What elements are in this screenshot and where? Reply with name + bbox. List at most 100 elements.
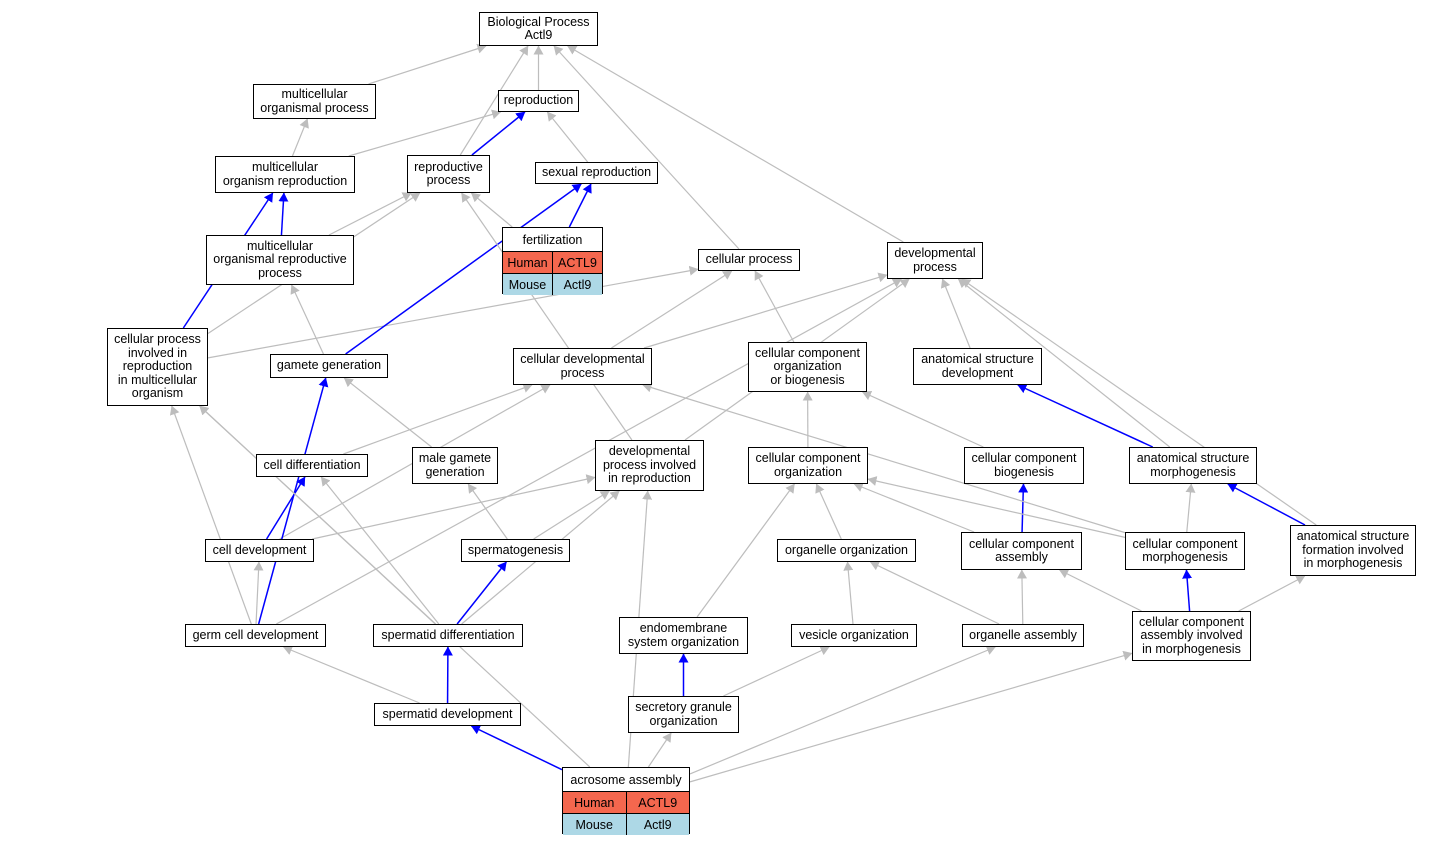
species-cell-mouse: Mouse: [563, 814, 626, 835]
edge-ccm-to-cdp: [642, 382, 1126, 534]
go-term-germ-cell-development[interactable]: germ cell development: [185, 624, 326, 647]
edge-dpir-to-rp: [461, 192, 633, 441]
go-term-organelle-organization[interactable]: organelle organization: [777, 539, 916, 562]
edge-eso-to-cco: [696, 483, 795, 618]
edge-morp-to-rp: [328, 192, 412, 236]
go-term-cellular-process-involved-in-reproduction[interactable]: cellular process involved in reproductio…: [107, 328, 208, 406]
edge-rp-to-repro: [471, 111, 526, 156]
go-term-multicellular-organismal-reproductive-process[interactable]: multicellular organismal reproductive pr…: [206, 235, 354, 285]
edge-dp-to-bp: [567, 45, 904, 243]
go-term-spermatogenesis[interactable]: spermatogenesis: [461, 539, 570, 562]
edge-mor-to-mop: [291, 118, 309, 157]
go-term-cellular-component-biogenesis[interactable]: cellular component biogenesis: [964, 447, 1084, 484]
edge-ccaim-to-ccm: [1182, 569, 1193, 612]
go-term-multicellular-organismal-process[interactable]: multicellular organismal process: [253, 84, 376, 119]
go-term-secretory-granule-organization[interactable]: secretory granule organization: [628, 696, 739, 733]
edge-ccb-to-ccob: [861, 390, 984, 448]
edge-asf-to-dp: [961, 278, 1317, 526]
go-term-anatomical-structure-morphogenesis[interactable]: anatomical structure morphogenesis: [1129, 447, 1257, 484]
go-term-sexual-reproduction[interactable]: sexual reproduction: [535, 162, 658, 184]
go-term-male-gamete-generation[interactable]: male gamete generation: [412, 447, 498, 484]
go-term-cell-development[interactable]: cell development: [205, 539, 314, 562]
edge-asd-to-dp: [940, 278, 971, 349]
gene-row-human: Human ACTL9: [563, 792, 689, 814]
go-term-multicellular-organism-reproduction[interactable]: multicellular organism reproduction: [215, 156, 355, 193]
edge-mop-to-bp: [368, 43, 487, 85]
go-term-gamete-generation[interactable]: gamete generation: [270, 354, 388, 378]
go-term-spermatid-differentiation[interactable]: spermatid differentiation: [373, 624, 523, 647]
edge-cca-to-cco: [853, 482, 975, 533]
gene-row-human: Human ACTL9: [503, 252, 602, 274]
gene-link-mouse[interactable]: Actl9: [552, 274, 602, 295]
go-term-acrosome-assembly-gene-table: acrosome assembly Human ACTL9 Mouse Actl…: [562, 767, 690, 835]
go-term-cellular-component-assembly-involved-in-morphogenesis[interactable]: cellular component assembly involved in …: [1132, 611, 1251, 661]
edge-acro-to-sdev: [470, 725, 563, 771]
edge-ccob-to-cp: [754, 270, 795, 343]
edge-acro-to-sgo: [647, 732, 672, 768]
edge-sperm-to-dpir: [533, 490, 610, 540]
go-term-reproductive-process[interactable]: reproductive process: [407, 155, 490, 193]
go-term-cellular-component-organization[interactable]: cellular component organization: [748, 447, 868, 484]
edge-sdev-to-gcd: [282, 645, 420, 704]
edge-cdev-to-dpir: [312, 474, 596, 540]
edge-ccm-to-cco: [867, 476, 1126, 538]
gene-link-mouse[interactable]: Actl9: [625, 814, 689, 835]
edge-ccaim-to-cca: [1059, 569, 1142, 612]
go-term-cellular-process[interactable]: cellular process: [698, 249, 800, 271]
edge-mgg-to-gg: [343, 377, 432, 448]
edge-gg-to-sr: [345, 183, 582, 355]
go-term-biological-process[interactable]: Biological Process Actl9: [479, 12, 598, 46]
edge-sdiff-to-sperm: [456, 561, 507, 625]
edge-cp-to-bp: [553, 45, 740, 250]
go-term-cellular-component-assembly[interactable]: cellular component assembly: [961, 532, 1082, 570]
go-term-organelle-assembly[interactable]: organelle assembly: [962, 624, 1084, 647]
edge-oo-to-cco: [815, 483, 842, 540]
edge-cdev-to-cdiff: [265, 476, 306, 540]
gene-row-mouse: Mouse Actl9: [563, 814, 689, 835]
go-term-anatomical-structure-formation-involved-in-morphogenesis[interactable]: anatomical structure formation involved …: [1290, 525, 1416, 576]
edge-sdiff-to-cdiff: [320, 476, 440, 625]
go-term-fertilization-gene-table: fertilization Human ACTL9 Mouse Actl9: [502, 227, 603, 295]
go-term-cellular-component-organization-or-biogenesis[interactable]: cellular component organization or bioge…: [748, 342, 867, 392]
edge-gcd-to-cdev: [253, 561, 264, 625]
species-cell-mouse: Mouse: [503, 274, 552, 295]
edge-asm-to-asd: [1017, 384, 1154, 448]
species-cell-human: Human: [503, 252, 552, 273]
go-term-acrosome-assembly[interactable]: acrosome assembly: [563, 768, 689, 792]
go-term-developmental-process[interactable]: developmental process: [887, 242, 983, 279]
edge-gg-to-morp: [290, 284, 324, 355]
edge-fert-to-sr: [568, 183, 592, 228]
go-term-cellular-developmental-process[interactable]: cellular developmental process: [513, 348, 652, 385]
edge-asf-to-asm: [1227, 483, 1306, 526]
edge-gcd-to-cpir: [169, 405, 252, 625]
edge-asm-to-dp: [957, 278, 1171, 448]
edge-ccaim-to-asf: [1238, 575, 1306, 612]
species-cell-human: Human: [563, 792, 626, 813]
edge-cdp-to-cp: [611, 270, 733, 349]
gene-link-human[interactable]: ACTL9: [625, 792, 689, 813]
go-term-vesicle-organization[interactable]: vesicle organization: [791, 624, 917, 647]
go-term-anatomical-structure-development[interactable]: anatomical structure development: [913, 348, 1042, 385]
go-term-cell-differentiation[interactable]: cell differentiation: [256, 454, 368, 477]
edge-oa-to-oo: [869, 561, 1000, 625]
go-term-cellular-component-morphogenesis[interactable]: cellular component morphogenesis: [1125, 532, 1245, 570]
go-term-reproduction[interactable]: reproduction: [498, 90, 579, 112]
go-term-developmental-process-involved-in-reproduction[interactable]: developmental process involved in reprod…: [595, 440, 704, 491]
edge-cpir-to-cp: [207, 265, 699, 359]
edge-cca-to-ccb: [1018, 483, 1029, 533]
edge-vo-to-oo: [843, 561, 854, 625]
edge-gcd-to-gg: [257, 377, 329, 625]
edge-cdiff-to-cdp: [343, 383, 533, 455]
edge-gcd-to-dp: [276, 278, 902, 625]
edge-acro-to-ccaim: [689, 650, 1133, 783]
edge-mor-to-repro: [348, 109, 502, 157]
gene-link-human[interactable]: ACTL9: [552, 252, 602, 273]
go-term-fertilization[interactable]: fertilization: [503, 228, 602, 252]
edge-sgo-to-vo: [723, 646, 830, 697]
edge-oa-to-cca: [1016, 569, 1027, 625]
go-term-spermatid-development[interactable]: spermatid development: [374, 703, 521, 726]
go-term-endomembrane-system-organization[interactable]: endomembrane system organization: [619, 617, 748, 654]
edge-cdp-to-dp: [643, 272, 888, 349]
edge-rp-to-bp: [459, 45, 529, 156]
